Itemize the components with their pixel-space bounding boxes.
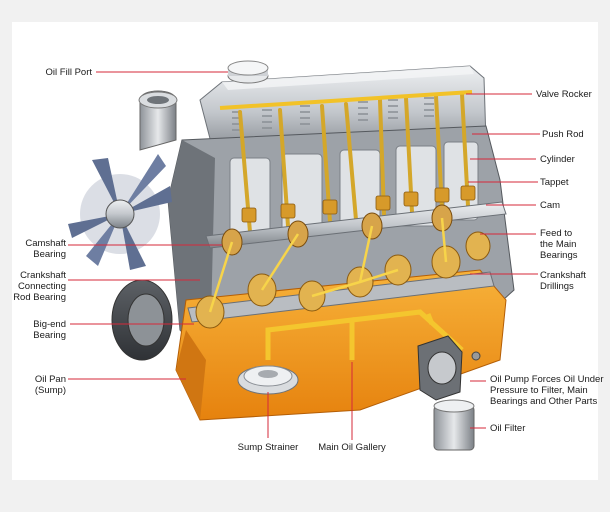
oil-fill-cap xyxy=(227,60,269,84)
label-crankshaft-drillings: Crankshaft Drillings xyxy=(540,270,586,292)
tappets xyxy=(241,185,476,223)
valve-springs xyxy=(232,97,434,131)
label-tappet: Tappet xyxy=(540,177,569,188)
label-cylinder: Cylinder xyxy=(540,154,575,165)
label-oil-filter: Oil Filter xyxy=(490,423,526,434)
sump-strainer xyxy=(237,365,299,395)
label-crankshaft-conrod-bearing: Crankshaft Connecting Rod Bearing xyxy=(13,270,66,303)
label-big-end-bearing: Big-end Bearing xyxy=(33,319,66,341)
oil-drillings xyxy=(208,217,448,313)
label-main-oil-gallery: Main Oil Gallery xyxy=(318,442,386,453)
label-oil-pump: Oil Pump Forces Oil Under Pressure to Fi… xyxy=(490,374,604,407)
label-oil-fill-port: Oil Fill Port xyxy=(45,67,92,78)
label-feed-main-bearings: Feed to the Main Bearings xyxy=(540,228,578,261)
label-push-rod: Push Rod xyxy=(542,129,584,140)
leader-lines xyxy=(68,71,540,440)
breather-neck xyxy=(138,90,178,151)
fan-assembly xyxy=(68,154,173,361)
label-oil-pan: Oil Pan (Sump) xyxy=(34,374,66,396)
label-cam: Cam xyxy=(540,200,561,211)
rocker-shaft xyxy=(219,90,473,110)
oil-pump xyxy=(417,335,481,401)
label-camshaft-bearing: Camshaft Bearing xyxy=(25,238,66,260)
oil-filter xyxy=(433,399,475,451)
label-valve-rocker: Valve Rocker xyxy=(536,89,592,100)
label-sump-strainer: Sump Strainer xyxy=(237,442,299,453)
